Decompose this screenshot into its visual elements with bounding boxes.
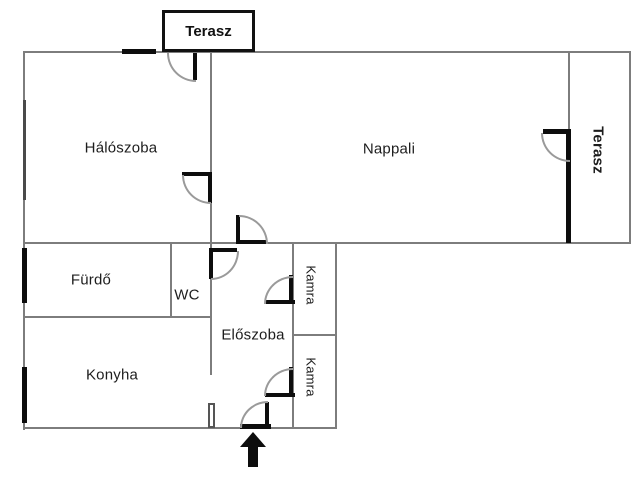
- door-arc-wc: [211, 251, 239, 280]
- room-label-terasz-top: Terasz: [185, 22, 232, 40]
- wall-left: [23, 51, 25, 430]
- room-label-kamra-upper: Kamra: [303, 265, 319, 305]
- door-leaf-terasz-right: [543, 129, 571, 134]
- entrance-arrow-head: [240, 432, 266, 447]
- wall-bottom: [23, 427, 337, 429]
- wall-right: [629, 51, 631, 244]
- window-furdo: [22, 248, 27, 303]
- wall-haloszoba-nappali: [210, 53, 212, 243]
- door-arc-kamra-lower: [264, 368, 293, 396]
- window-konyha: [22, 367, 27, 423]
- room-label-konyha: Konyha: [85, 366, 139, 384]
- wall-wc-eloszoba: [210, 244, 212, 375]
- window-top-wall: [122, 49, 156, 54]
- room-label-furdo: Fürdő: [70, 271, 112, 289]
- wall-mid-horizontal: [23, 242, 631, 244]
- wall-kamra-west: [292, 244, 294, 429]
- room-label-wc: WC: [174, 286, 200, 304]
- wall-kamra-east: [335, 242, 337, 429]
- door-jamb-wc: [209, 248, 237, 252]
- window-left-upper: [23, 100, 26, 200]
- room-label-kamra-lower: Kamra: [303, 357, 319, 397]
- room-label-terasz-right: Terasz: [589, 126, 607, 174]
- door-arc-kamra-upper: [264, 276, 293, 304]
- room-label-eloszoba: Előszoba: [221, 326, 285, 344]
- wall-furdo-konyha: [23, 316, 212, 318]
- terasz-top-box: Terasz: [162, 10, 255, 52]
- door-arc-haloszoba: [182, 175, 211, 204]
- door-leaf-haloszoba: [182, 172, 212, 176]
- door-arc-nappali: [239, 215, 268, 244]
- entrance-arrow-stem: [248, 445, 258, 467]
- door-leaf-nappali: [236, 215, 240, 243]
- room-label-haloszoba: Hálószoba: [84, 139, 158, 157]
- door-arc-terasz-top: [167, 53, 196, 82]
- wall-kamra-divider: [292, 334, 337, 336]
- kitchen-passage-leaf: [208, 403, 215, 428]
- wall-top: [23, 51, 631, 53]
- wall-furdo-wc: [170, 244, 172, 318]
- door-arc-entrance: [240, 401, 268, 428]
- door-arc-terasz-right: [541, 133, 570, 162]
- room-label-nappali: Nappali: [362, 140, 416, 158]
- wall-terasz-thick: [566, 129, 571, 243]
